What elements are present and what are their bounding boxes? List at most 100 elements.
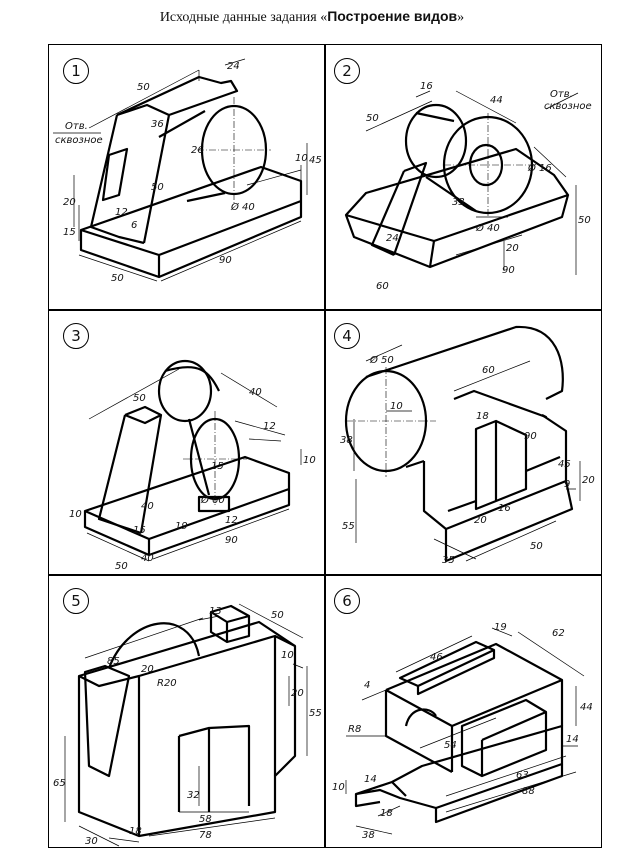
panel-2-drawing: 50 16 44 Ø 16 33 Ø 40 50 20 24 90 60 Отв… bbox=[344, 81, 592, 292]
dimension-label: 50 bbox=[366, 113, 379, 124]
panel-number: 5 bbox=[63, 588, 89, 614]
dimension-label: 30 bbox=[85, 836, 98, 847]
dimension-label: 20 bbox=[141, 664, 154, 675]
dimension-label: 65 bbox=[53, 778, 66, 789]
grid-divider-vertical bbox=[324, 45, 326, 847]
hole-note: сквозное bbox=[544, 101, 592, 112]
dimension-label: 12 bbox=[263, 421, 276, 432]
dimension-label: 50 bbox=[578, 215, 591, 226]
dimension-label: 24 bbox=[386, 233, 399, 244]
dimension-label: 26 bbox=[191, 145, 204, 156]
dimension-label: 55 bbox=[309, 708, 322, 719]
panel-number: 6 bbox=[334, 588, 360, 614]
dimension-label: 62 bbox=[552, 628, 565, 639]
dimension-label: 20 bbox=[291, 688, 304, 699]
dimension-label: 90 bbox=[219, 255, 232, 266]
dimension-label: 16 bbox=[498, 503, 511, 514]
dimension-label: 19 bbox=[175, 521, 188, 532]
dimension-label: 35 bbox=[442, 555, 455, 566]
dimension-label: 50 bbox=[115, 561, 128, 572]
dimension-label: Ø 50 bbox=[369, 354, 394, 366]
dimension-label: 50 bbox=[530, 541, 543, 552]
dimension-label: 6 bbox=[131, 220, 137, 231]
panel-2: 2 50 16 44 Ø 16 33 Ø 40 50 20 24 90 60 bbox=[326, 45, 603, 310]
dimension-label: 50 bbox=[137, 82, 150, 93]
dimension-label: 16 bbox=[420, 81, 433, 92]
dimension-label: 12 bbox=[225, 515, 238, 526]
panel-3: 3 50 40 12 15 10 40 Ø 60 19 12 10 15 40 bbox=[49, 311, 325, 575]
panel-5: 5 85 13 20 R20 50 10 20 55 65 32 58 bbox=[49, 576, 325, 849]
dimension-label: 20 bbox=[582, 475, 595, 486]
dimension-label: 18 bbox=[476, 411, 489, 422]
dimension-label: 60 bbox=[482, 365, 495, 376]
panel-4: 4 Ø 50 60 10 18 38 90 45 9 20 55 16 20 bbox=[326, 311, 603, 575]
hole-note: Отв. bbox=[65, 121, 88, 132]
grid-divider-row2 bbox=[49, 574, 601, 576]
dimension-label: 45 bbox=[558, 459, 571, 470]
dimension-label: 40 bbox=[141, 501, 154, 512]
dimension-label: 90 bbox=[524, 431, 537, 442]
dimension-label: 20 bbox=[506, 243, 519, 254]
drawing-grid: 1 50 24 36 26 50 10 45 20 15 12 bbox=[48, 44, 602, 848]
panel-6: 6 46 19 62 4 R8 44 54 14 10 14 63 bbox=[326, 576, 603, 849]
panel-4-drawing: Ø 50 60 10 18 38 90 45 9 20 55 16 20 35 … bbox=[340, 325, 595, 566]
dimension-label: 15 bbox=[133, 525, 146, 536]
panel-6-drawing: 46 19 62 4 R8 44 54 14 10 14 63 88 18 38 bbox=[332, 622, 593, 841]
dimension-label: 90 bbox=[225, 535, 238, 546]
dimension-label: 9 bbox=[564, 479, 570, 490]
dimension-label: R8 bbox=[348, 724, 361, 735]
dimension-label: 12 bbox=[115, 207, 128, 218]
dimension-label: 45 bbox=[309, 155, 322, 166]
dimension-label: 38 bbox=[340, 435, 353, 446]
dimension-label: Ø 40 bbox=[230, 201, 255, 213]
panel-number: 2 bbox=[334, 58, 360, 84]
dimension-label: 10 bbox=[332, 782, 345, 793]
dimension-label: 38 bbox=[362, 830, 375, 841]
dimension-label: 44 bbox=[580, 702, 593, 713]
panel-number: 3 bbox=[63, 323, 89, 349]
page-title: Исходные данные задания «Построение видо… bbox=[159, 8, 465, 25]
dimension-label: 32 bbox=[187, 790, 200, 801]
panel-1-drawing: 50 24 36 26 50 10 45 20 15 12 6 Ø 40 90 … bbox=[53, 58, 322, 284]
panel-number: 1 bbox=[63, 58, 89, 84]
panel-5-drawing: 85 13 20 R20 50 10 20 55 65 32 58 78 18 … bbox=[53, 603, 322, 847]
dimension-label: 40 bbox=[141, 553, 154, 564]
panel-3-drawing: 50 40 12 15 10 40 Ø 60 19 12 10 15 40 90… bbox=[69, 359, 316, 572]
dimension-label: 20 bbox=[474, 515, 487, 526]
dimension-label: 50 bbox=[111, 273, 124, 284]
dimension-label: 20 bbox=[63, 197, 76, 208]
dimension-label: 13 bbox=[209, 606, 222, 617]
dimension-label: 88 bbox=[522, 786, 535, 797]
dimension-label: 90 bbox=[502, 265, 515, 276]
dimension-label: Ø 16 bbox=[527, 162, 552, 174]
dimension-label: 58 bbox=[199, 814, 212, 825]
dimension-label: 85 bbox=[107, 656, 120, 667]
dimension-label: 15 bbox=[211, 461, 224, 472]
dimension-label: 55 bbox=[342, 521, 355, 532]
dimension-label: 10 bbox=[295, 153, 308, 164]
panel-number: 4 bbox=[334, 323, 360, 349]
panel-1: 1 50 24 36 26 50 10 45 20 15 12 bbox=[49, 45, 325, 310]
dimension-label: 50 bbox=[151, 182, 164, 193]
dimension-label: 33 bbox=[452, 197, 465, 208]
dimension-label: Ø 40 bbox=[475, 222, 500, 234]
dimension-label: 10 bbox=[281, 650, 294, 661]
dimension-label: 50 bbox=[133, 393, 146, 404]
dimension-label: 60 bbox=[376, 281, 389, 292]
dimension-label: 54 bbox=[444, 740, 457, 751]
dimension-label: 14 bbox=[566, 734, 579, 745]
dimension-label: 18 bbox=[380, 808, 393, 819]
dimension-label: 10 bbox=[390, 401, 403, 412]
dimension-label: 44 bbox=[490, 95, 503, 106]
dimension-label: 78 bbox=[199, 830, 212, 841]
dimension-label: Ø 60 bbox=[200, 494, 225, 506]
dimension-label: 36 bbox=[151, 119, 164, 130]
dimension-label: R20 bbox=[157, 678, 177, 689]
dimension-label: 10 bbox=[303, 455, 316, 466]
dimension-label: 15 bbox=[63, 227, 76, 238]
dimension-label: 19 bbox=[494, 622, 507, 633]
dimension-label: 24 bbox=[227, 61, 240, 72]
dimension-label: 14 bbox=[364, 774, 377, 785]
dimension-label: 40 bbox=[249, 387, 262, 398]
dimension-label: 63 bbox=[516, 770, 529, 781]
